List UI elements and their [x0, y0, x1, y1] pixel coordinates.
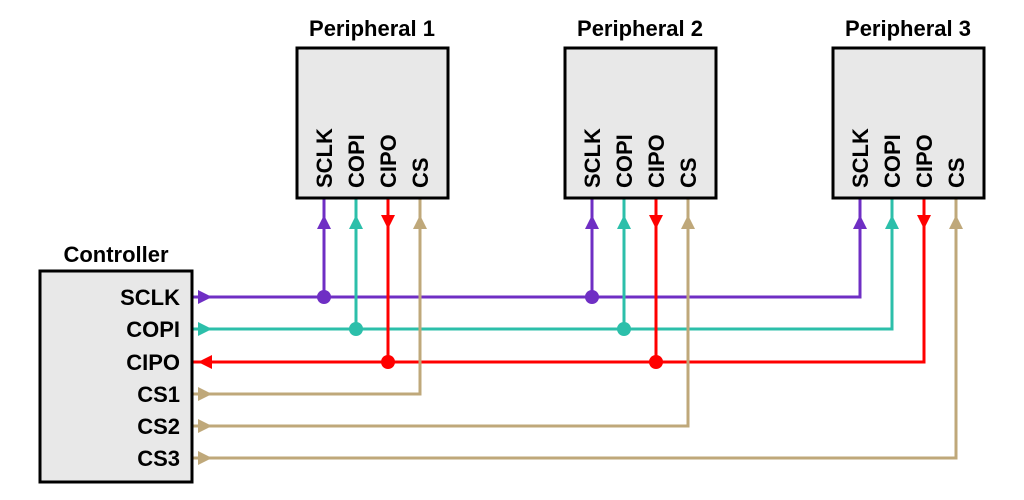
cs1-line — [192, 198, 422, 396]
cs3-controller-arrow-icon — [198, 451, 212, 465]
peripheral-3: Peripheral 3 SCLK COPI CIPO CS — [831, 16, 986, 200]
sclk-junction-dot — [317, 290, 331, 304]
peripheral-2: Peripheral 2 SCLK COPI CIPO CS — [563, 16, 718, 200]
cipo-bus-line — [192, 198, 926, 364]
cs-arrow-icon — [681, 215, 695, 229]
controller-title: Controller — [63, 242, 169, 267]
peripheral-title: Peripheral 1 — [309, 16, 435, 41]
peripheral-pin-sclk: SCLK — [580, 128, 605, 188]
peripheral-pin-cipo: CIPO — [644, 134, 669, 188]
sclk-bus-line — [192, 198, 862, 299]
cs-arrow-icon — [413, 215, 427, 229]
cs2-controller-arrow-icon — [198, 419, 212, 433]
cs-arrow-icon — [949, 215, 963, 229]
cs2-line — [192, 198, 690, 428]
peripheral-pin-cipo: CIPO — [376, 134, 401, 188]
controller-pin-cs1: CS1 — [137, 382, 180, 407]
cipo-arrow-icon — [381, 215, 395, 229]
peripheral-pin-sclk: SCLK — [848, 128, 873, 188]
copi-arrow-icon — [349, 215, 363, 229]
peripheral-pin-copi: COPI — [612, 134, 637, 188]
copi-bus-line — [192, 198, 894, 331]
peripheral-pin-sclk: SCLK — [312, 128, 337, 188]
controller-box — [38, 269, 194, 484]
peripheral-pin-cipo: CIPO — [912, 134, 937, 188]
copi-junction-dot — [349, 322, 363, 336]
peripheral-title: Peripheral 2 — [577, 16, 703, 41]
peripheral-pin-cs: CS — [408, 157, 433, 188]
peripheral-box — [563, 46, 718, 200]
controller-pin-sclk: SCLK — [120, 285, 180, 310]
peripheral-1: Peripheral 1 SCLK COPI CIPO CS — [295, 16, 450, 200]
peripheral-box — [831, 46, 986, 200]
controller-pin-cs2: CS2 — [137, 414, 180, 439]
peripheral-pin-copi: COPI — [344, 134, 369, 188]
sclk-controller-arrow-icon — [198, 290, 212, 304]
peripheral-title: Peripheral 3 — [845, 16, 971, 41]
copi-junction-dot — [617, 322, 631, 336]
sclk-arrow-icon — [585, 215, 599, 229]
cipo-controller-arrow-icon — [198, 355, 212, 369]
devices: ControllerSCLKCOPICIPOCS1CS2CS3Periphera… — [38, 16, 986, 484]
wires — [192, 198, 963, 465]
sclk-arrow-icon — [317, 215, 331, 229]
peripheral-pin-cs: CS — [944, 157, 969, 188]
copi-arrow-icon — [617, 215, 631, 229]
controller-pin-cipo: CIPO — [126, 350, 180, 375]
cipo-junction-dot — [649, 355, 663, 369]
cs3-line — [192, 198, 958, 460]
peripheral-box — [295, 46, 450, 200]
sclk-arrow-icon — [853, 215, 867, 229]
controller-pin-copi: COPI — [126, 317, 180, 342]
peripheral-pin-copi: COPI — [880, 134, 905, 188]
cipo-junction-dot — [381, 355, 395, 369]
cipo-arrow-icon — [917, 215, 931, 229]
cipo-arrow-icon — [649, 215, 663, 229]
cs1-controller-arrow-icon — [198, 387, 212, 401]
copi-controller-arrow-icon — [198, 322, 212, 336]
controller-pin-cs3: CS3 — [137, 446, 180, 471]
copi-arrow-icon — [885, 215, 899, 229]
sclk-junction-dot — [585, 290, 599, 304]
peripheral-pin-cs: CS — [676, 157, 701, 188]
